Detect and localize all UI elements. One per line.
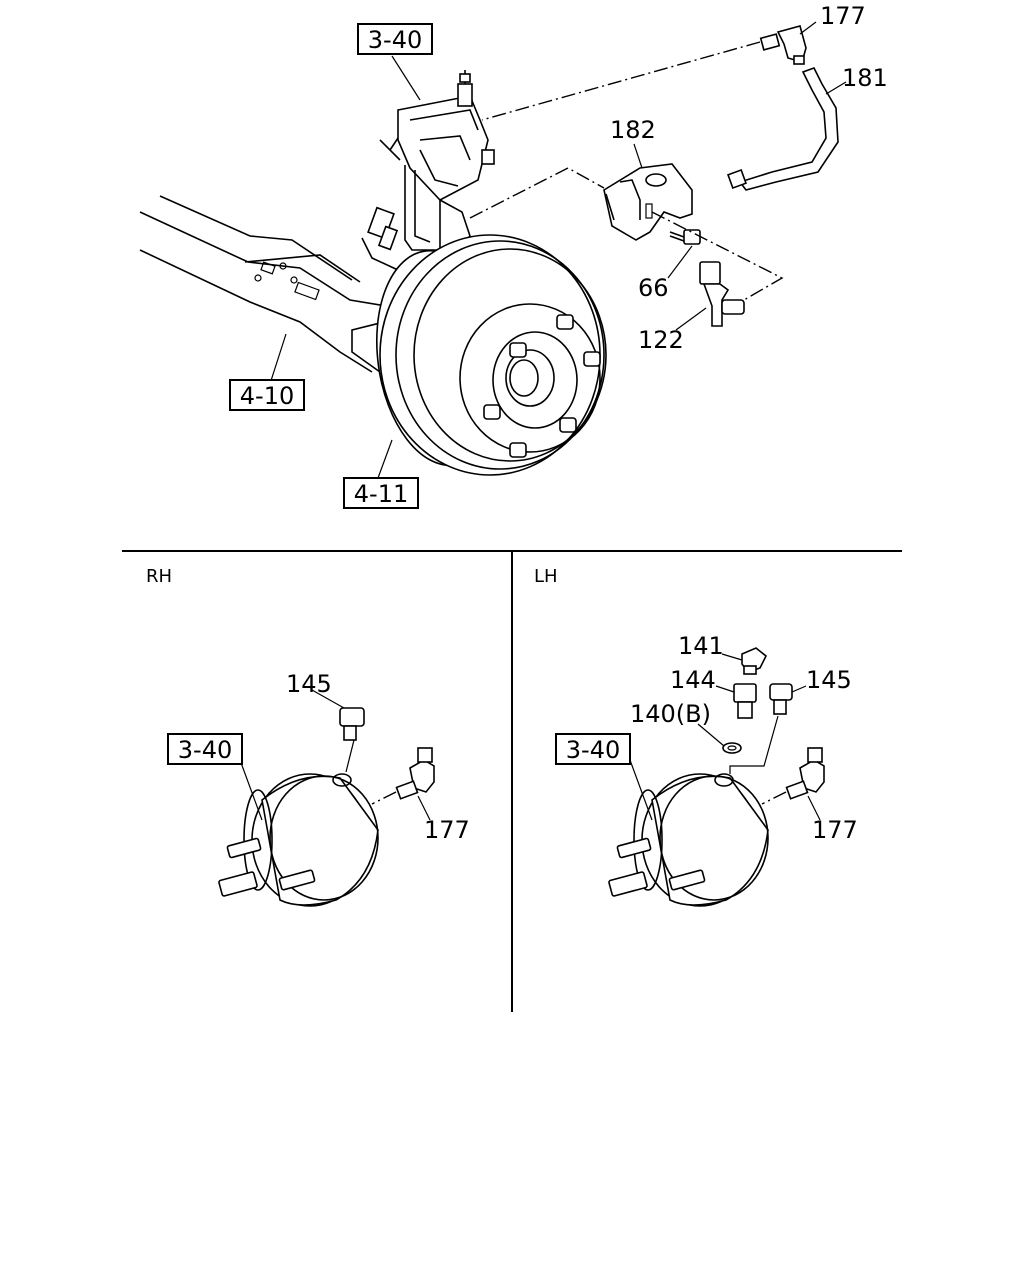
ref-box-4-10: 4-10 <box>229 379 305 411</box>
leader-bracket-to-122 <box>651 211 784 301</box>
svg-text:3-40: 3-40 <box>178 736 232 764</box>
panel-label-lh: LH <box>534 566 558 587</box>
rh-plug-145 <box>339 707 365 741</box>
elbow-fitting-top <box>759 25 807 65</box>
lh-adapter-144 <box>733 683 757 719</box>
callout-177-rh: 177 <box>424 816 470 844</box>
callout-141: 141 <box>678 632 724 660</box>
callout-182: 182 <box>610 116 656 144</box>
wheel-studs <box>483 314 601 458</box>
ref-box-3-40-top: 3-40 <box>357 23 433 55</box>
connector-122 <box>699 261 745 327</box>
bolt-66 <box>669 229 701 245</box>
rh-leader-lines <box>239 689 431 821</box>
svg-text:3-40: 3-40 <box>368 26 422 54</box>
brake-drum <box>375 234 607 476</box>
leader-bracket-to-chamber <box>469 167 605 219</box>
lh-elbow-177 <box>785 747 825 800</box>
svg-text:4-10: 4-10 <box>240 382 294 410</box>
axle-beam <box>139 195 401 373</box>
lh-washer-140b <box>722 742 742 754</box>
svg-text:4-11: 4-11 <box>354 480 408 508</box>
callout-177-lh: 177 <box>812 816 858 844</box>
callout-122: 122 <box>638 326 684 354</box>
panel-label-rh: RH <box>146 566 172 587</box>
hose-bracket <box>603 163 693 241</box>
callout-145-lh: 145 <box>806 666 852 694</box>
callout-177-top: 177 <box>820 2 866 30</box>
svg-text:3-40: 3-40 <box>566 736 620 764</box>
rh-elbow-177 <box>395 747 435 800</box>
lh-leader-lines <box>629 653 821 821</box>
callout-144: 144 <box>670 666 716 694</box>
callout-181: 181 <box>842 64 888 92</box>
lh-brake-chamber <box>608 773 769 907</box>
ref-box-3-40-rh: 3-40 <box>167 733 243 765</box>
brake-chamber-top <box>361 70 495 271</box>
rh-brake-chamber <box>218 773 379 907</box>
air-hose <box>727 67 839 191</box>
ref-box-3-40-lh: 3-40 <box>555 733 631 765</box>
lh-fitting-141 <box>741 647 768 675</box>
callout-66: 66 <box>638 274 669 302</box>
callout-140b: 140(B) <box>630 700 711 728</box>
leader-177-to-chamber <box>481 41 761 121</box>
callout-145-rh: 145 <box>286 670 332 698</box>
lh-plug-145 <box>769 683 793 715</box>
ref-box-4-11: 4-11 <box>343 477 419 509</box>
